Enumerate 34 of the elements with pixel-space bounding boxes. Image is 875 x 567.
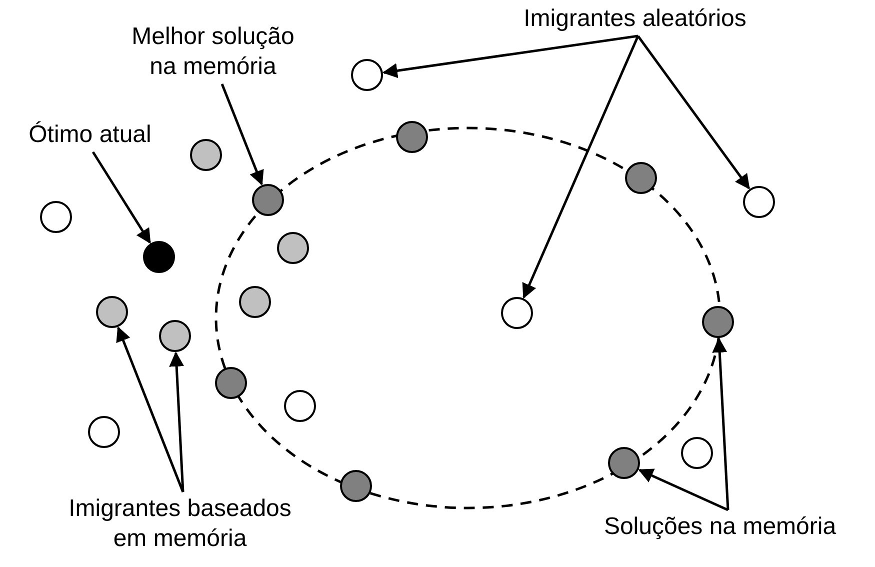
- solution-circle: [143, 241, 175, 273]
- solution-circle: [625, 162, 657, 194]
- annotation-label: Melhor solução na memória: [128, 22, 298, 82]
- arrow: [116, 326, 184, 492]
- solution-circle: [252, 184, 284, 216]
- solution-circle: [681, 437, 713, 469]
- solution-circle: [215, 367, 247, 399]
- arrow: [169, 351, 184, 492]
- arrow: [92, 151, 152, 244]
- annotation-label: Ótimo atual: [5, 120, 175, 150]
- annotation-label: Soluções na memória: [570, 512, 870, 542]
- solution-circle: [743, 186, 775, 218]
- solution-circle: [340, 470, 372, 502]
- solution-circle: [277, 232, 309, 264]
- arrow: [638, 468, 729, 512]
- solution-circle: [396, 121, 428, 153]
- solution-circle: [351, 59, 383, 91]
- solution-circle: [284, 390, 316, 422]
- solution-circle: [608, 447, 640, 479]
- solution-circle: [239, 286, 271, 318]
- solution-circle: [501, 297, 533, 329]
- arrow: [712, 337, 730, 510]
- arrow: [382, 34, 638, 78]
- solution-circle: [40, 201, 72, 233]
- arrow: [636, 35, 750, 190]
- solution-circle: [88, 416, 120, 448]
- solution-circle: [190, 139, 222, 171]
- annotation-label: Imigrantes baseados em memória: [60, 494, 300, 554]
- solution-circle: [159, 320, 191, 352]
- arrow: [522, 36, 640, 299]
- solution-circle: [702, 306, 734, 338]
- annotation-label: Imigrantes aleatórios: [480, 4, 790, 34]
- arrow: [220, 84, 264, 186]
- solution-circle: [96, 296, 128, 328]
